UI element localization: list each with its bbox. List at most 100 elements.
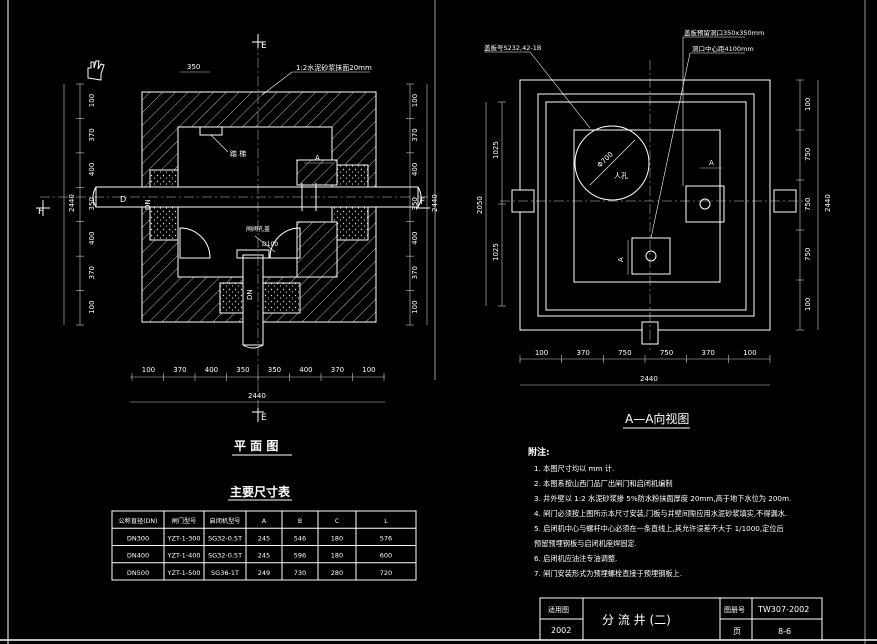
plan-sec-label-left: F	[38, 207, 43, 217]
table-cell: SG36-1T	[211, 569, 239, 577]
plan-title: 平 面 图	[234, 439, 278, 453]
gate-block-top	[296, 159, 338, 186]
dim-value: 750	[804, 248, 812, 261]
section-slab-label: 盖板预留洞口350x350mm	[684, 28, 764, 37]
tb-drawing-no-label: 图册号	[724, 606, 745, 614]
plan-sec-label-top: E	[261, 41, 267, 51]
plan-d100: D100	[262, 241, 278, 248]
table-header-cell: 闸门型号	[172, 517, 197, 525]
dim-value: 350	[88, 197, 96, 210]
section-a2-label: A	[617, 257, 625, 262]
dim-value: 750	[804, 148, 812, 161]
table-cell: 180	[331, 534, 343, 542]
tb-applicable-label: 适用图	[548, 605, 569, 614]
plan-view: 100 370 400 350 350 400 370 100 100 370 400 350 400…	[36, 34, 439, 456]
plan-ladder-label: 踏 梯	[230, 149, 246, 158]
dim-value: 1025	[492, 243, 500, 261]
dim-value: 370	[702, 349, 715, 357]
slab-opening-1-hole	[699, 198, 711, 210]
table-cell: 280	[331, 569, 343, 577]
plan-right-total: 2440	[431, 194, 439, 212]
section-right-ticks: 100 750 750 750 100	[796, 79, 812, 331]
dim-value: 400	[411, 232, 419, 245]
dim-value: 400	[299, 366, 312, 374]
table-header-cell: A	[262, 518, 267, 525]
plan-label-a: A	[315, 154, 320, 162]
dim-value: 750	[660, 349, 673, 357]
gate-arc-left	[179, 227, 211, 259]
section-right-total: 2440	[824, 194, 832, 212]
dim-value: 100	[411, 300, 419, 313]
note-line: 2. 本图系按山西门品厂出闸门和启闭机编制	[534, 479, 673, 488]
gate-arc-right	[269, 227, 301, 259]
dim-value: 750	[804, 198, 812, 211]
table-cell: SG32-0.5T	[208, 552, 242, 560]
table-cell: DN400	[127, 552, 149, 560]
plan-dn-left: DN	[144, 199, 152, 210]
table-cell: 576	[380, 534, 392, 542]
plan-valve-label: 闸阀孔盖	[246, 225, 270, 233]
section-left-ticks: 1025 1025	[492, 101, 506, 307]
table-cell: 720	[380, 569, 392, 577]
plan-dim-350: 350	[187, 63, 200, 71]
dim-value: 100	[535, 349, 548, 357]
dim-value: 370	[331, 366, 344, 374]
table-cell: 596	[294, 552, 306, 560]
dim-value: 400	[411, 163, 419, 176]
slab-opening-1	[685, 185, 725, 223]
notes: 附注: 1. 本图尺寸均以 mm 计.2. 本图系按山西门品厂出闸门和启闭机编制…	[528, 446, 791, 578]
dim-value: 100	[88, 94, 96, 107]
dim-value: 400	[88, 163, 96, 176]
dim-value: 1025	[492, 141, 500, 159]
tb-page-label: 页	[733, 627, 741, 636]
tb-drawing-title: 分 流 井 (二)	[602, 613, 671, 627]
dim-value: 370	[411, 266, 419, 279]
dim-value: 370	[88, 128, 96, 141]
section-center-label: 洞口中心距4100mm	[692, 44, 754, 53]
dim-value: 100	[88, 300, 96, 313]
dim-value: 100	[411, 94, 419, 107]
dim-value: 100	[804, 98, 812, 111]
manhole-diameter	[589, 139, 636, 186]
mortar-leader	[261, 71, 293, 96]
section-title: A—A向视图	[625, 411, 689, 426]
table-cell: DN500	[127, 569, 149, 577]
dim-value: 370	[88, 266, 96, 279]
plan-bottom-total: 2440	[248, 392, 266, 400]
section-bottom-ticks: 100 370 750 750 370 100	[519, 349, 771, 363]
dim-value: 350	[411, 197, 419, 210]
plan-sec-label-right: F	[420, 197, 425, 207]
slab-opening-2-hole	[645, 250, 657, 262]
section-inner	[545, 101, 747, 311]
section-cover-label: 盖板号S232,42-1B	[484, 43, 541, 52]
section-manhole-label: 人孔	[614, 172, 628, 180]
dim-value: 400	[88, 232, 96, 245]
section-mid	[537, 93, 755, 317]
dim-value: 100	[362, 366, 375, 374]
dim-value: 750	[618, 349, 631, 357]
note-line: 3. 井外壁以 1:2 水泥砂浆掺 5%防水粉抹面厚度 20mm,高于地下水位为…	[534, 494, 791, 503]
dim-value: 100	[743, 349, 756, 357]
manhole-circle	[574, 125, 650, 201]
dim-value: 100	[804, 298, 812, 311]
section-bottom-total: 2440	[640, 375, 658, 383]
plan-left-ticks: 100 370 400 350 400 370 100	[76, 83, 96, 326]
table-cell: 730	[294, 569, 306, 577]
table-cell: 245	[258, 534, 270, 542]
plan-mortar-note: 1:2水泥砂浆抹面20mm	[296, 63, 372, 72]
dim-value: 350	[268, 366, 281, 374]
table-cell: YZT-1-300	[166, 534, 200, 542]
valve-leader	[254, 235, 276, 253]
plan-d-left: D	[120, 195, 126, 204]
table-title: 主要尺寸表	[230, 484, 291, 499]
dim-value: 370	[577, 349, 590, 357]
table-cell: 600	[380, 552, 392, 560]
table-cell: SG32-0.5T	[208, 534, 242, 542]
table-header-cell: 公称直径(DN)	[119, 517, 158, 525]
tb-year: 2002	[551, 626, 571, 635]
table-header-cell: L	[384, 518, 388, 525]
